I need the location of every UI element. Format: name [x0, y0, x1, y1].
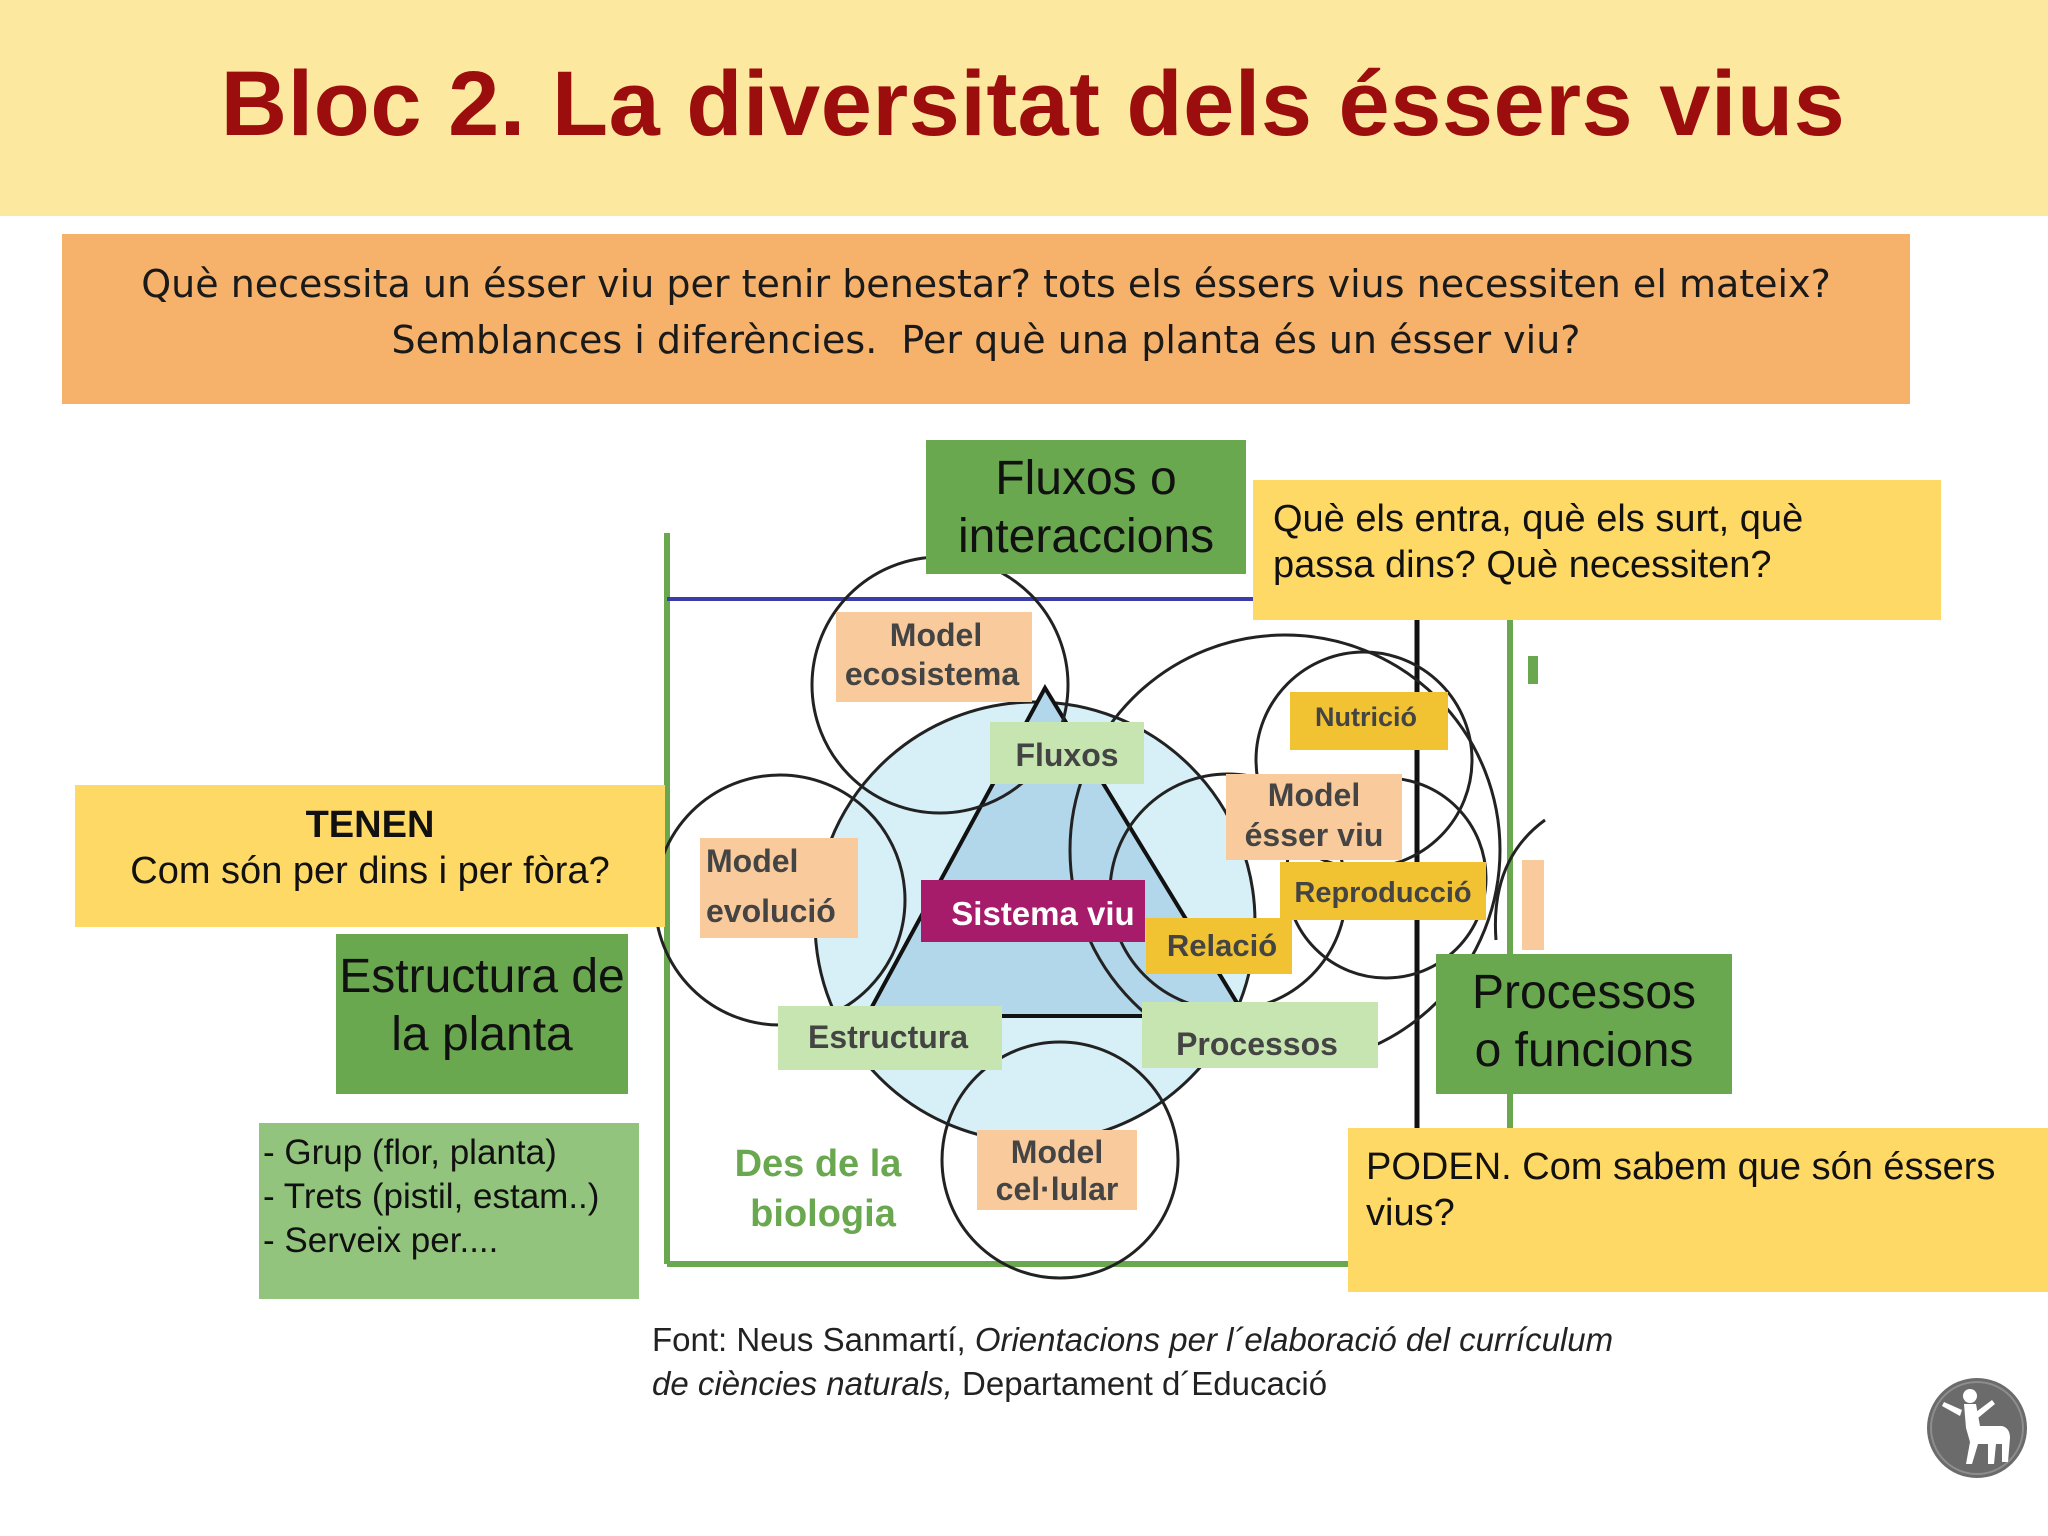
center-system-tag — [921, 880, 1145, 942]
model-ecosystem-line-2: ecosistema — [845, 656, 1020, 692]
model-ecosystem-tag — [836, 612, 1032, 702]
source-italic-1: Orientacions per l´elaboració del curríc… — [974, 1321, 1614, 1358]
model-cell-line-1: Model — [1011, 1134, 1103, 1170]
cutoff-fragment-top — [1528, 656, 1538, 684]
center-system-label: Sistema viu — [951, 895, 1134, 932]
function-reproduccio-label: Reproducció — [1294, 877, 1471, 909]
model-ecosystem-line-1: Model — [890, 617, 982, 653]
source-line-2: de ciències naturals, Departament d´Educ… — [652, 1362, 1613, 1406]
model-evolution-line-1: Model — [706, 843, 798, 879]
guiding-questions-box: Què necessita un ésser viu per tenir ben… — [62, 234, 1910, 404]
tenen-box: TENEN Com són per dins i per fòra? — [75, 785, 665, 927]
structure-list-box: - Grup (flor, planta) - Trets (pistil, e… — [259, 1123, 639, 1299]
model-living-being-tag — [1226, 774, 1402, 860]
vertex-fluxos-tag — [990, 722, 1144, 784]
model-living-being-line-1: Model — [1268, 777, 1360, 813]
structure-list-item: - Trets (pistil, estam..) — [263, 1177, 600, 1216]
header-band — [0, 0, 2048, 216]
fluxos-question-line-2: passa dins? Què necessiten? — [1273, 544, 1772, 586]
corner-label-line-1: Des de la — [735, 1143, 903, 1185]
fluxos-interaccions-box: Fluxos o interaccions — [926, 440, 1246, 574]
vertex-fluxos-label: Fluxos — [1015, 737, 1118, 773]
source-citation: Font: Neus Sanmartí, Orientacions per l´… — [652, 1318, 1613, 1406]
cell-circle — [940, 1040, 1180, 1280]
source-prefix: Font: Neus Sanmartí, — [652, 1321, 975, 1358]
corner-label-line-2: biologia — [750, 1193, 897, 1235]
poden-line-2: vius? — [1366, 1192, 1455, 1234]
function-reproduccio-tag — [1280, 862, 1486, 920]
function-relacio-label: Relació — [1167, 928, 1277, 963]
model-cell-tag — [977, 1130, 1137, 1210]
estructura-line-1: Estructura de — [339, 950, 625, 1003]
cutoff-fragment-middle — [1522, 860, 1544, 950]
fluxos-line-1: Fluxos o — [995, 452, 1177, 505]
function-nutricio-label: Nutrició — [1315, 702, 1417, 732]
estructura-line-2: la planta — [391, 1008, 573, 1061]
poden-box: PODEN. Com sabem que són éssers vius? — [1348, 1128, 2048, 1292]
source-line-1: Font: Neus Sanmartí, Orientacions per l´… — [652, 1318, 1613, 1362]
function-nutricio-tag — [1290, 692, 1448, 750]
vertex-processos-label: Processos — [1176, 1026, 1338, 1062]
vertex-estructura-tag — [778, 1006, 1002, 1070]
estructura-planta-box: Estructura de la planta — [336, 934, 628, 1094]
source-italic-2: de ciències naturals, — [652, 1365, 953, 1402]
vertex-estructura-label: Estructura — [808, 1019, 968, 1055]
fluxos-question-box: Què els entra, què els surt, què passa d… — [1253, 480, 1941, 620]
structure-list-item: - Serveix per.... — [263, 1221, 499, 1260]
model-evolution-line-2: evolució — [706, 893, 836, 929]
partial-circle-arc — [1493, 818, 1546, 941]
model-living-being-line-2: ésser viu — [1245, 817, 1384, 853]
processos-funcions-box: Processos o funcions — [1436, 954, 1732, 1094]
guiding-question-line-2: Semblances i diferències. Per què una pl… — [391, 318, 1581, 362]
model-cell-line-2: cel·lular — [996, 1171, 1119, 1207]
model-evolution-tag — [700, 838, 858, 938]
processos-line-2: o funcions — [1474, 1024, 1694, 1077]
fluxos-question-line-1: Què els entra, què els surt, què — [1273, 498, 1804, 540]
slide-title: Bloc 2. La diversitat dels éssers vius — [220, 53, 1846, 155]
tenen-text: Com són per dins i per fòra? — [130, 850, 610, 892]
centaur-logo-icon — [1927, 1378, 2027, 1478]
source-suffix: Departament d´Educació — [952, 1365, 1328, 1402]
structure-list-item: - Grup (flor, planta) — [263, 1133, 557, 1172]
fluxos-line-2: interaccions — [957, 510, 1215, 563]
vertex-processos-tag — [1142, 1002, 1378, 1068]
poden-line-1: PODEN. Com sabem que són éssers — [1366, 1146, 1996, 1188]
tenen-heading: TENEN — [305, 804, 435, 846]
function-relacio-tag — [1146, 918, 1292, 974]
guiding-question-line-1: Què necessita un ésser viu per tenir ben… — [141, 262, 1831, 306]
processos-line-1: Processos — [1471, 966, 1697, 1019]
